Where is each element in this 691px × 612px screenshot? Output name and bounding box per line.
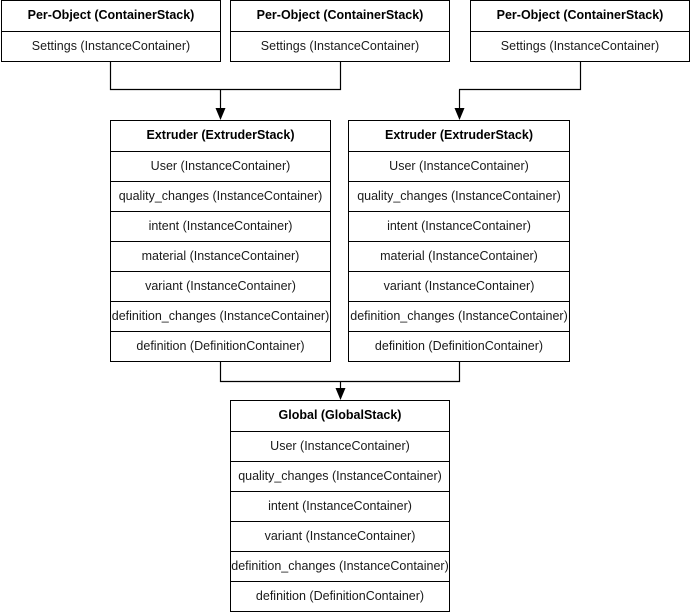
node-per-object-3[interactable]: Per-Object (ContainerStack) Settings (In… [470, 0, 690, 62]
node-row-intent: intent (InstanceContainer) [231, 491, 449, 521]
node-row-quality-changes: quality_changes (InstanceContainer) [349, 181, 569, 211]
arrowhead-extruder-1 [215, 108, 226, 120]
edge-per-object-1-to-extruder-1 [109, 61, 220, 91]
arrowhead-global [335, 388, 346, 400]
edge-per-object-2-to-extruder-1 [220, 61, 342, 91]
node-row-material: material (InstanceContainer) [111, 241, 330, 271]
node-per-object-2[interactable]: Per-Object (ContainerStack) Settings (In… [230, 0, 450, 62]
node-row-definition-changes: definition_changes (InstanceContainer) [111, 301, 330, 331]
node-extruder-1[interactable]: Extruder (ExtruderStack) User (InstanceC… [110, 120, 331, 362]
node-row-quality-changes: quality_changes (InstanceContainer) [111, 181, 330, 211]
node-header: Per-Object (ContainerStack) [256, 8, 424, 22]
node-row-definition: definition (DefinitionContainer) [231, 581, 449, 611]
node-row-settings: Settings (InstanceContainer) [471, 31, 689, 61]
arrowhead-extruder-2 [454, 108, 465, 120]
edge-extruder-1-to-global [219, 360, 340, 383]
node-row-user: User (InstanceContainer) [111, 151, 330, 181]
node-row-definition-changes: definition_changes (InstanceContainer) [349, 301, 569, 331]
node-row-quality-changes: quality_changes (InstanceContainer) [231, 461, 449, 491]
node-per-object-1[interactable]: Per-Object (ContainerStack) Settings (In… [1, 0, 221, 62]
edge-extruder-2-to-global [340, 360, 461, 383]
node-row-settings: Settings (InstanceContainer) [2, 31, 220, 61]
node-row-user: User (InstanceContainer) [349, 151, 569, 181]
node-header: Per-Object (ContainerStack) [27, 8, 195, 22]
node-header: Extruder (ExtruderStack) [146, 128, 295, 142]
node-extruder-2[interactable]: Extruder (ExtruderStack) User (InstanceC… [348, 120, 570, 362]
edge-per-object-3-to-extruder-2 [459, 61, 582, 91]
node-row-intent: intent (InstanceContainer) [111, 211, 330, 241]
node-global[interactable]: Global (GlobalStack) User (InstanceConta… [230, 400, 450, 612]
node-row-material: material (InstanceContainer) [349, 241, 569, 271]
node-row-definition: definition (DefinitionContainer) [111, 331, 330, 361]
node-row-variant: variant (InstanceContainer) [231, 521, 449, 551]
node-header: Extruder (ExtruderStack) [385, 128, 533, 142]
node-header: Global (GlobalStack) [278, 408, 402, 422]
node-row-definition: definition (DefinitionContainer) [349, 331, 569, 361]
node-row-variant: variant (InstanceContainer) [349, 271, 569, 301]
node-row-definition-changes: definition_changes (InstanceContainer) [231, 551, 449, 581]
node-row-settings: Settings (InstanceContainer) [231, 31, 449, 61]
node-row-variant: variant (InstanceContainer) [111, 271, 330, 301]
node-row-intent: intent (InstanceContainer) [349, 211, 569, 241]
node-row-user: User (InstanceContainer) [231, 431, 449, 461]
node-header: Per-Object (ContainerStack) [496, 8, 664, 22]
